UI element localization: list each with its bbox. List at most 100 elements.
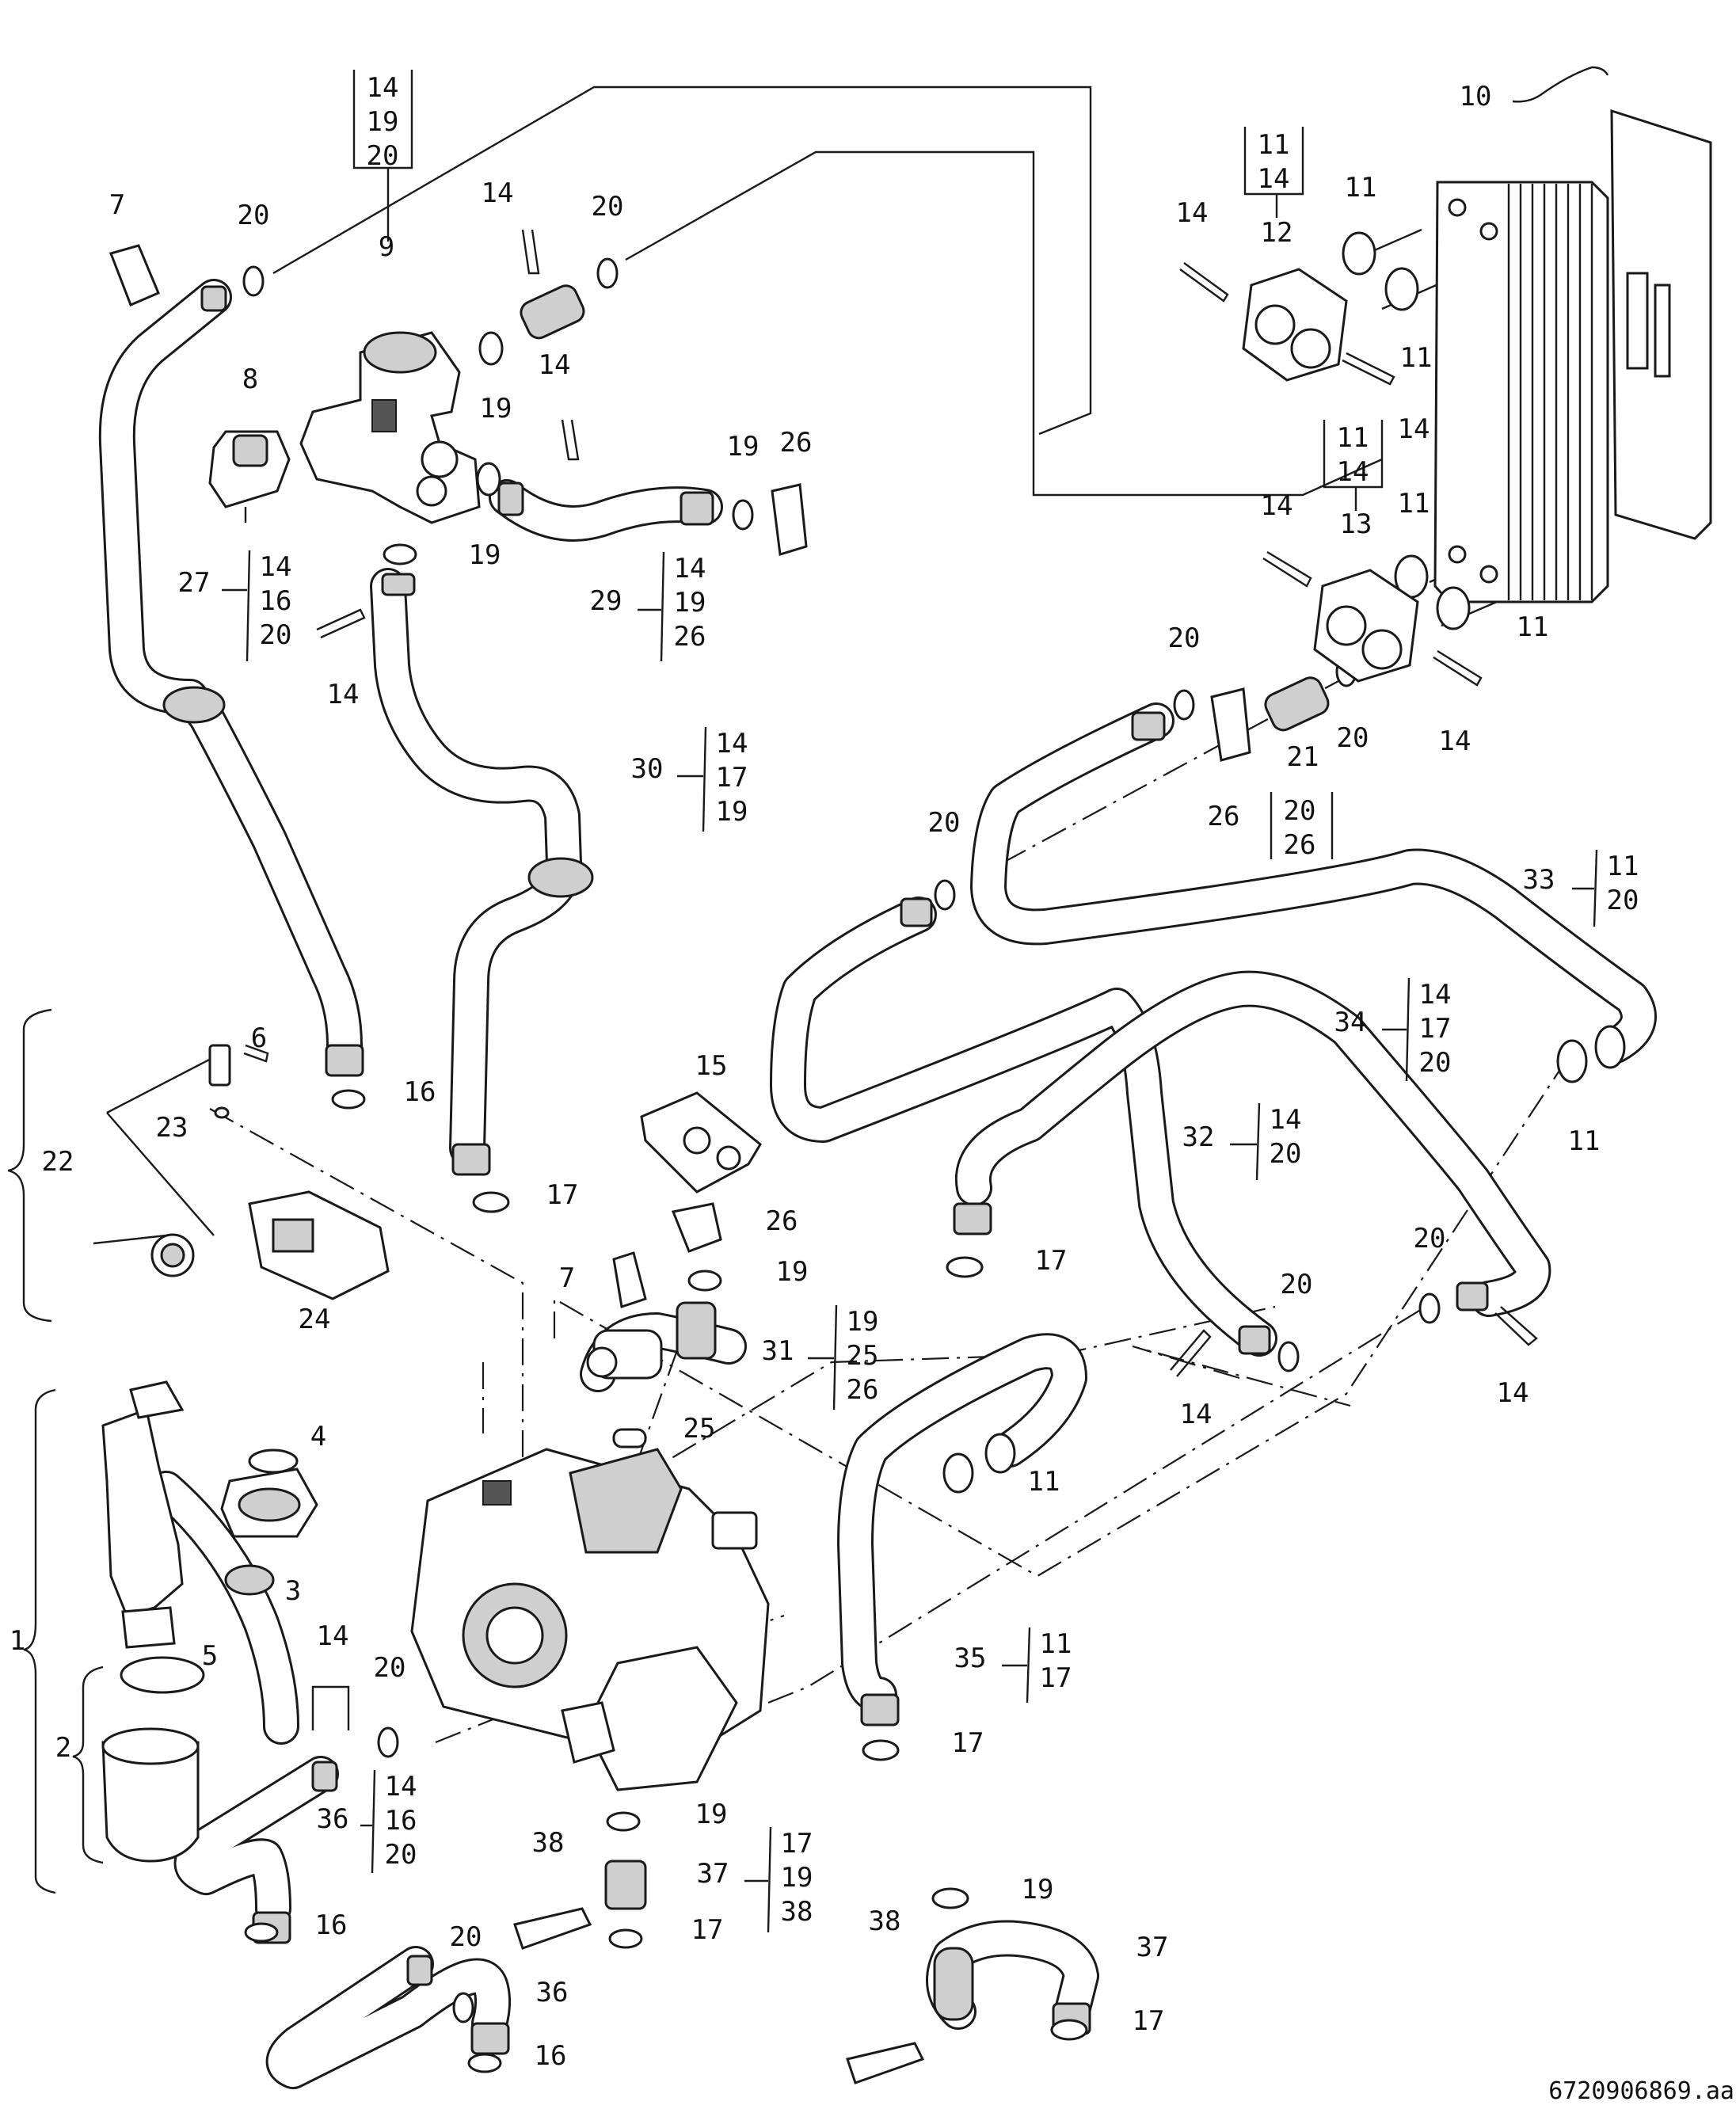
seals xyxy=(120,231,1626,2073)
mounting-bracket xyxy=(640,483,1251,1253)
part-label-l20e: 20 xyxy=(928,807,961,839)
part-label-l19f: 19 xyxy=(1022,1874,1054,1905)
part-label-l26b: 26 xyxy=(1208,801,1240,832)
part-label-l6: 6 xyxy=(251,1022,267,1054)
part-label-l36a: 36 xyxy=(317,1803,349,1835)
part-label-l11c: 11 xyxy=(1398,488,1430,520)
part-label-l14a: 14 xyxy=(482,177,514,209)
part-label-l11a: 11 xyxy=(1345,172,1377,204)
part-label-l5: 5 xyxy=(202,1640,218,1672)
part-label-l16b: 16 xyxy=(315,1909,348,1941)
part-label-l19a: 19 xyxy=(480,393,512,424)
part-label-l2: 2 xyxy=(55,1732,71,1764)
callout-b13-line-1: 14 xyxy=(1337,456,1369,488)
part-label-l9: 9 xyxy=(379,231,394,263)
part-label-l20i: 20 xyxy=(450,1921,482,1953)
part-label-l12: 12 xyxy=(1261,217,1293,249)
part-label-l17d: 17 xyxy=(691,1914,724,1946)
part-label-l20b: 20 xyxy=(592,191,624,223)
callout-b21-line-1: 26 xyxy=(1284,829,1316,861)
callout-b9-line-2: 20 xyxy=(367,140,399,172)
valve-actuator xyxy=(208,430,291,523)
label-boxes xyxy=(7,66,1609,1933)
pipes xyxy=(98,279,1657,2089)
diagram-id: 6720906869.aa xyxy=(1548,2077,1734,2105)
callout-b27-line-2: 20 xyxy=(260,619,292,651)
part-label-l11d: 11 xyxy=(1517,611,1549,643)
hydraulic-adapter xyxy=(101,1380,318,1863)
part-label-l14f: 14 xyxy=(1439,725,1471,757)
part-label-l20f: 20 xyxy=(1414,1223,1446,1254)
flow-connectors xyxy=(1242,268,1419,683)
part-label-l37a: 37 xyxy=(697,1858,729,1890)
callout-b35-line-0: 11 xyxy=(1040,1628,1072,1660)
callout-b31-line-0: 19 xyxy=(847,1306,879,1338)
callout-b30-line-1: 17 xyxy=(716,762,748,794)
part-label-l19b: 19 xyxy=(727,431,760,463)
part-label-l4: 4 xyxy=(310,1421,326,1452)
spring-clips xyxy=(243,229,1538,1730)
callout-b30-line-0: 14 xyxy=(716,728,748,759)
heat-exchanger xyxy=(1433,108,1712,603)
part-label-l14c: 14 xyxy=(1176,197,1209,229)
callout-b34-line-2: 20 xyxy=(1419,1047,1452,1079)
callout-b29-line-2: 26 xyxy=(674,621,706,653)
part-label-l16c: 16 xyxy=(535,2040,567,2072)
part-label-l27: 27 xyxy=(178,567,211,599)
part-label-l17b: 17 xyxy=(1035,1245,1068,1277)
part-label-l10: 10 xyxy=(1460,81,1492,112)
callout-b31-line-1: 25 xyxy=(847,1340,879,1372)
callout-b36-line-2: 20 xyxy=(385,1839,417,1871)
part-label-l14g: 14 xyxy=(327,679,360,710)
part-label-l20g: 20 xyxy=(1281,1269,1313,1300)
callout-b29-line-1: 19 xyxy=(674,587,706,619)
part-label-l35: 35 xyxy=(954,1643,987,1674)
callout-b36-line-0: 14 xyxy=(385,1771,417,1803)
part-label-l14j: 14 xyxy=(317,1620,349,1652)
part-label-l29: 29 xyxy=(590,585,622,617)
callout-b33-line-1: 20 xyxy=(1607,885,1639,916)
part-label-l3: 3 xyxy=(285,1575,301,1607)
callout-b37-line-1: 19 xyxy=(781,1862,813,1894)
callout-b31-line-2: 26 xyxy=(847,1374,879,1406)
three-way-valve xyxy=(299,331,481,524)
callout-b21-line-0: 20 xyxy=(1284,795,1316,827)
callout-b34-line-0: 14 xyxy=(1419,979,1452,1011)
part-label-l14i: 14 xyxy=(1497,1377,1529,1409)
part-label-l17c: 17 xyxy=(952,1727,984,1759)
part-number-labels: 1234567789101111111111111213141414141414… xyxy=(10,81,1601,2072)
callout-b9-line-0: 14 xyxy=(367,72,399,104)
part-label-l11b: 11 xyxy=(1400,342,1433,374)
part-label-l19c: 19 xyxy=(469,539,501,571)
part-label-l22: 22 xyxy=(42,1146,74,1178)
part-label-l7b: 7 xyxy=(559,1262,575,1294)
part-label-l8: 8 xyxy=(242,364,258,395)
part-label-l21: 21 xyxy=(1287,741,1319,773)
callout-b27-line-1: 16 xyxy=(260,585,292,617)
part-label-l32: 32 xyxy=(1182,1121,1215,1153)
pressure-sensor-assembly xyxy=(93,1044,390,1300)
callout-b12-line-1: 14 xyxy=(1258,163,1290,195)
callout-b30-line-2: 19 xyxy=(716,796,748,828)
callout-b33-line-0: 11 xyxy=(1607,851,1639,882)
part-label-l25: 25 xyxy=(683,1413,716,1445)
callout-b35-line-1: 17 xyxy=(1040,1662,1072,1694)
part-label-l20d: 20 xyxy=(1337,722,1369,754)
callout-b34-line-1: 17 xyxy=(1419,1013,1452,1045)
callout-b37-line-0: 17 xyxy=(781,1828,813,1860)
part-label-l30: 30 xyxy=(631,753,664,785)
part-label-l14e: 14 xyxy=(1261,490,1293,522)
part-label-l1: 1 xyxy=(10,1625,25,1657)
part-label-l13: 13 xyxy=(1340,508,1372,540)
part-label-l24: 24 xyxy=(299,1304,331,1335)
part-label-l19e: 19 xyxy=(695,1799,728,1830)
callout-b27-line-0: 14 xyxy=(260,551,292,583)
part-label-l15: 15 xyxy=(695,1050,728,1082)
callout-b29-line-0: 14 xyxy=(674,553,706,584)
part-label-l38b: 38 xyxy=(869,1905,901,1937)
pump-unit xyxy=(410,1329,770,1791)
part-label-l7a: 7 xyxy=(109,189,125,221)
part-label-l34: 34 xyxy=(1334,1007,1367,1038)
